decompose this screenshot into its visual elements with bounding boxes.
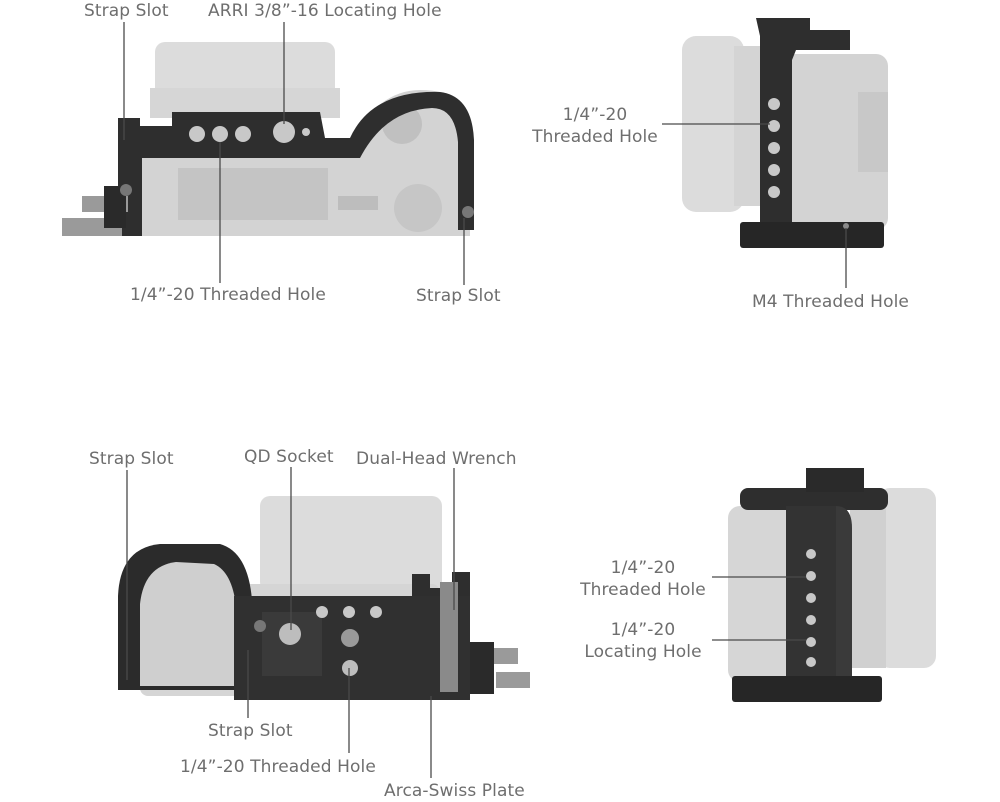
- label-strap-slot-top-left: Strap Slot: [84, 1, 169, 21]
- label-strap-slot-bottom-view-bottom: Strap Slot: [208, 721, 293, 741]
- side-view-2-cage: [732, 468, 888, 702]
- label-qd-socket: QD Socket: [244, 447, 334, 467]
- top-view-leaders: [123, 22, 465, 285]
- label-strap-slot-top-right: Strap Slot: [416, 286, 501, 306]
- side-view-2-leaders: [712, 576, 806, 641]
- label-side2-locating-hole-line2: Locating Hole: [584, 642, 702, 662]
- label-threaded-hole-top-view: 1/4”-20 Threaded Hole: [130, 285, 326, 305]
- side-view-cage: [740, 18, 884, 248]
- label-side-threaded-hole-line2: Threaded Hole: [532, 127, 658, 147]
- side-view-leaders: [662, 123, 847, 288]
- label-arri-locating-hole: ARRI 3/8”-16 Locating Hole: [208, 1, 442, 21]
- top-view-cage: [62, 91, 474, 236]
- label-m4-threaded-hole: M4 Threaded Hole: [752, 292, 909, 312]
- bottom-view-cage: [118, 544, 530, 700]
- label-dual-head-wrench: Dual-Head Wrench: [356, 449, 517, 469]
- label-threaded-hole-bottom-view: 1/4”-20 Threaded Hole: [180, 757, 376, 777]
- label-arca-swiss-plate: Arca-Swiss Plate: [384, 781, 525, 801]
- bottom-view-leaders: [126, 467, 455, 778]
- label-side2-threaded-hole-line2: Threaded Hole: [580, 580, 706, 600]
- label-side-threaded-hole-line1: 1/4”-20: [562, 105, 628, 125]
- label-side2-locating-hole-line1: 1/4”-20: [610, 620, 676, 640]
- label-strap-slot-bottom-view-top: Strap Slot: [89, 449, 174, 469]
- label-side2-threaded-hole-line1: 1/4”-20: [610, 558, 676, 578]
